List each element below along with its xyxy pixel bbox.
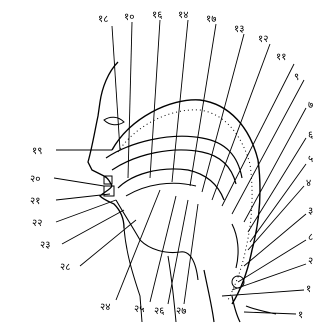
palate-upper <box>106 136 242 178</box>
label-14: १४ <box>178 10 188 21</box>
label-1a: १ <box>306 284 311 295</box>
label-4: ४ <box>306 178 311 189</box>
label-5: ५ <box>308 154 313 165</box>
label-22: २२ <box>32 218 42 229</box>
label-20: २० <box>30 174 40 185</box>
label-23: २३ <box>40 240 50 251</box>
label-12: १२ <box>258 34 268 45</box>
tongue-body <box>126 183 196 196</box>
leader-lines <box>54 20 306 314</box>
label-24: २४ <box>100 302 110 313</box>
label-27: २७ <box>176 306 186 317</box>
label-6: ६ <box>308 130 313 141</box>
eye <box>104 117 124 125</box>
epiglottis <box>232 224 238 268</box>
neck-inner <box>168 256 176 322</box>
label-28: २८ <box>60 262 70 273</box>
label-19: १९ <box>32 146 42 157</box>
face-profile <box>88 62 124 228</box>
label-9: ९ <box>294 72 299 83</box>
tongue <box>118 169 224 200</box>
label-16: १६ <box>152 10 162 21</box>
label-11: ११ <box>276 52 286 63</box>
label-18: १८ <box>98 14 108 25</box>
label-10: १० <box>124 12 134 23</box>
label-2: २ <box>308 256 313 267</box>
label-17: १७ <box>206 14 216 25</box>
label-21: २१ <box>30 196 40 207</box>
label-26: २६ <box>154 306 164 317</box>
trachea-back <box>232 296 240 322</box>
label-7: ७ <box>308 100 313 111</box>
label-3: ३ <box>308 206 313 217</box>
label-13: १३ <box>234 24 244 35</box>
label-8: ८ <box>308 232 313 243</box>
label-1: १ <box>298 310 303 321</box>
label-25: २५ <box>134 304 144 315</box>
pharynx-tissue-dots <box>118 110 252 300</box>
trachea-front <box>204 270 214 322</box>
